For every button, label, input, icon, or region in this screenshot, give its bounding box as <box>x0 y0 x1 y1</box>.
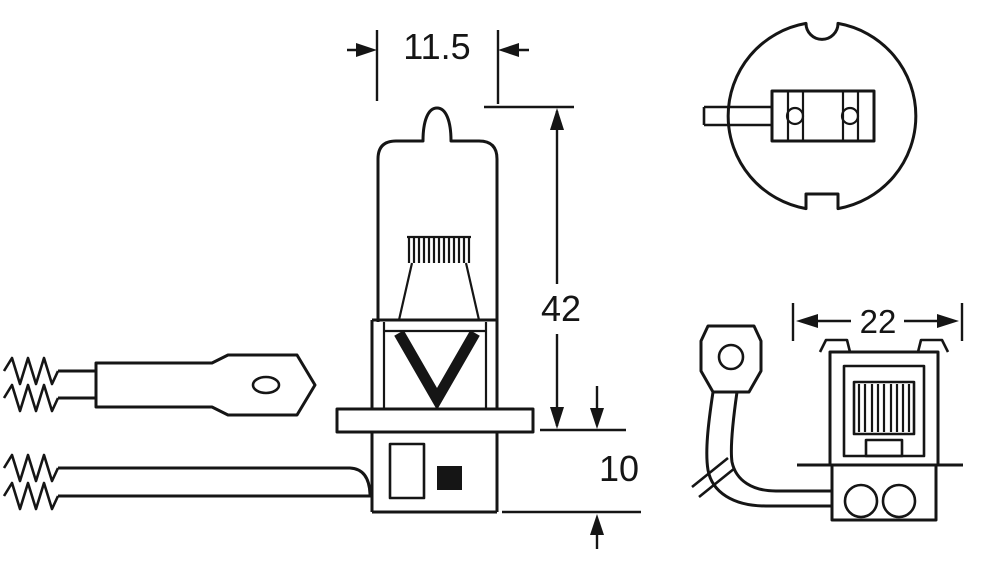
arrowhead-down <box>550 407 564 429</box>
dim-bulb-diameter-label: 11.5 <box>403 26 470 67</box>
wire-inner <box>729 391 832 493</box>
dimension-base-height: 10 <box>502 386 641 549</box>
supply-wire-terminal <box>2 353 317 417</box>
base-lower-block <box>370 432 499 514</box>
dimension-base-width: 22 <box>791 303 964 341</box>
filament-leads <box>397 262 481 321</box>
wire-break-zigzag <box>2 356 60 413</box>
filament-assembly <box>770 89 876 143</box>
solder-contact <box>881 483 917 519</box>
arrowhead-right <box>937 314 959 328</box>
filament-coil-rear <box>857 384 911 432</box>
base-detail <box>864 438 904 458</box>
mounting-flange <box>335 407 535 434</box>
flange-tab <box>818 338 852 353</box>
base-contact <box>437 466 462 490</box>
terminal-slot <box>251 375 281 395</box>
filament-window <box>852 380 916 436</box>
dimension-bulb-diameter: 11.5 <box>347 26 529 104</box>
keyed-flange-circle <box>726 21 918 211</box>
ring-terminal-wire <box>691 324 832 508</box>
wire-break-zigzag <box>2 453 60 511</box>
arrowhead-down <box>590 408 604 429</box>
rear-view: 22 <box>691 303 964 522</box>
wire-lines <box>58 466 372 498</box>
base-component <box>388 442 426 500</box>
wire-outer <box>705 391 832 508</box>
arrowhead-up <box>550 108 564 130</box>
arrowhead-left <box>498 43 519 57</box>
spade-terminal <box>94 353 317 417</box>
pinch-seal <box>394 330 480 411</box>
arrowhead-up <box>590 514 604 535</box>
bulb-side-view <box>335 106 535 514</box>
ground-wire <box>2 453 372 511</box>
support-bead <box>785 106 805 126</box>
wire-lines <box>58 369 96 400</box>
arrowhead-right <box>356 43 377 57</box>
terminal-eyelet <box>717 343 745 371</box>
dim-overall-height-label: 42 <box>541 288 581 329</box>
dim-base-height-label: 10 <box>599 448 639 489</box>
base-upper-block <box>370 318 499 411</box>
ring-terminal <box>699 324 763 394</box>
solder-contact <box>843 483 879 519</box>
dim-base-width-label: 22 <box>860 303 897 340</box>
base-housing <box>797 338 963 522</box>
bulb-envelope <box>376 106 499 322</box>
dimension-overall-height: 42 <box>484 105 626 432</box>
wire-break-slashes <box>691 456 736 499</box>
support-bead <box>840 106 860 126</box>
arrowhead-left <box>796 314 818 328</box>
filament-coil <box>407 235 471 263</box>
top-view <box>702 21 918 211</box>
flange-tab <box>916 338 950 353</box>
lead-wire <box>702 105 772 127</box>
support-lines <box>786 91 860 141</box>
